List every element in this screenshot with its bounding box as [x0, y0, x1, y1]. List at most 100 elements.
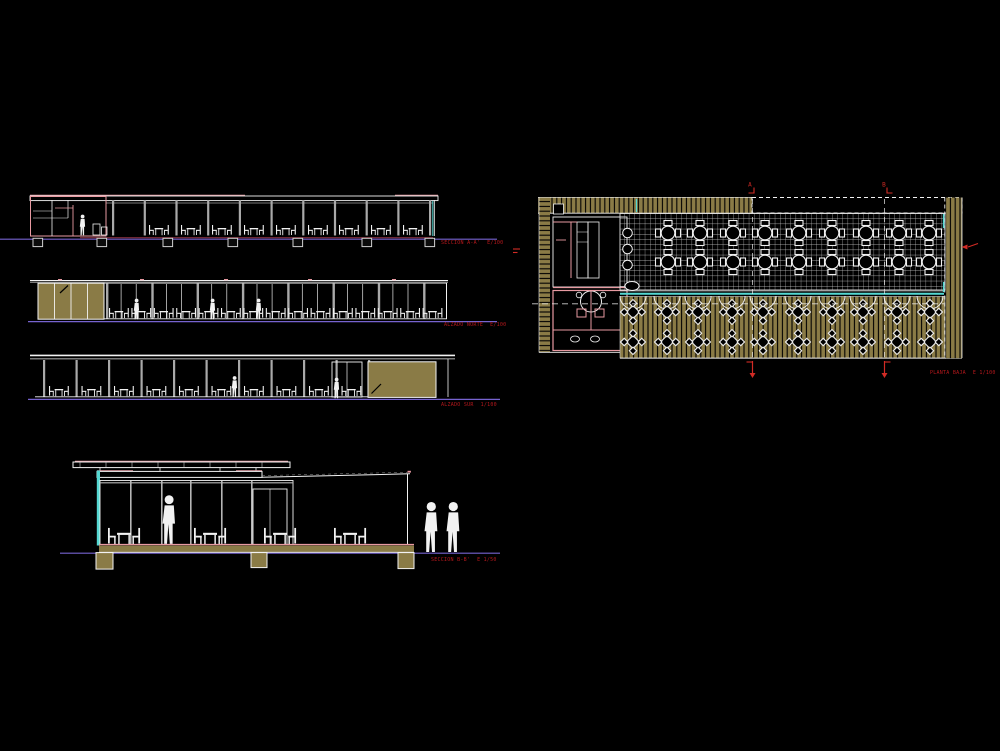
column	[429, 200, 432, 236]
svg-text:A: A	[748, 182, 752, 189]
columns-row	[112, 200, 432, 236]
column	[151, 283, 154, 319]
table-chairs	[211, 386, 232, 397]
table-chairs	[149, 225, 169, 236]
section-marker-b-top: B	[882, 182, 893, 194]
roof-beam-lower	[96, 470, 263, 478]
column	[207, 200, 210, 236]
footing	[361, 237, 373, 248]
table-chairs	[176, 308, 196, 319]
tables-row	[109, 308, 443, 319]
roof-beam-upper	[72, 461, 291, 469]
table-chairs	[276, 225, 296, 236]
planter	[622, 243, 633, 255]
column	[238, 200, 241, 236]
section-marker-a-top: A	[748, 182, 755, 194]
table-chairs	[146, 386, 167, 397]
person-figure	[231, 376, 238, 397]
timber-panel-wall	[37, 282, 105, 320]
tables-row	[108, 527, 367, 545]
datum-mark	[513, 248, 520, 254]
table-chairs	[244, 386, 264, 397]
section-marker-a-bottom	[746, 361, 756, 378]
drawing-label: SECCION B-B'E 1/50	[431, 557, 497, 563]
column	[423, 283, 426, 319]
column	[332, 283, 335, 319]
table-chairs	[109, 308, 129, 319]
mullion	[251, 481, 253, 544]
table-chairs	[371, 225, 391, 236]
column	[143, 200, 146, 236]
column	[333, 200, 337, 236]
footing	[162, 237, 174, 248]
footing	[32, 237, 44, 248]
column	[377, 283, 381, 319]
column	[365, 200, 368, 236]
table-chairs	[403, 225, 423, 236]
drawing-label: SECCION A-A'E/100	[441, 240, 503, 246]
mullion	[190, 481, 192, 544]
column	[270, 360, 273, 397]
table-chairs	[49, 386, 69, 397]
column	[303, 360, 306, 397]
column	[106, 283, 109, 319]
person-figure	[424, 501, 438, 553]
footing	[96, 237, 108, 248]
door-pull-mark	[59, 285, 69, 294]
section-seccion-bb: SECCION B-B'E 1/50	[60, 460, 500, 570]
footing	[250, 552, 268, 569]
table-chairs	[244, 225, 264, 236]
column	[173, 360, 176, 397]
table-chairs	[114, 386, 134, 397]
timber-panel-wall	[367, 361, 437, 398]
column	[108, 360, 111, 397]
column	[270, 200, 273, 236]
footing	[227, 237, 239, 248]
column	[140, 360, 143, 397]
top-wall-hatch	[538, 197, 752, 213]
column	[238, 360, 241, 397]
table-chairs	[341, 386, 362, 397]
table-chairs	[334, 527, 367, 545]
column	[75, 360, 78, 397]
table-chairs	[81, 386, 102, 397]
north-arrow-mark	[961, 242, 979, 250]
planter	[622, 259, 633, 271]
elevation-seccion-aa: SECCION A-A'E/100	[0, 194, 503, 248]
person-figure	[162, 495, 175, 544]
table-chairs	[310, 308, 331, 319]
table-chairs	[181, 225, 201, 236]
section-marker-b-bottom	[881, 361, 891, 378]
table-chairs	[179, 386, 199, 397]
footing	[397, 552, 415, 570]
column	[112, 200, 115, 236]
table-chairs	[212, 225, 232, 236]
column	[302, 200, 305, 236]
table-chairs	[108, 527, 141, 545]
columns-row	[43, 360, 371, 397]
mullion	[130, 481, 132, 544]
counter	[624, 281, 640, 291]
kitchen-section-cut	[30, 196, 108, 237]
mullion	[221, 481, 223, 544]
tables-row	[49, 386, 362, 397]
column	[196, 283, 199, 319]
footing	[424, 237, 436, 248]
table-chairs	[153, 308, 174, 319]
planter	[622, 227, 633, 239]
rafter-ticks	[79, 462, 263, 467]
table-chairs	[264, 527, 297, 545]
column	[241, 283, 245, 319]
table-chairs	[221, 308, 241, 319]
footing	[292, 237, 304, 248]
table-chairs	[198, 308, 219, 319]
person-figure	[79, 214, 86, 236]
people-figures	[162, 495, 460, 553]
